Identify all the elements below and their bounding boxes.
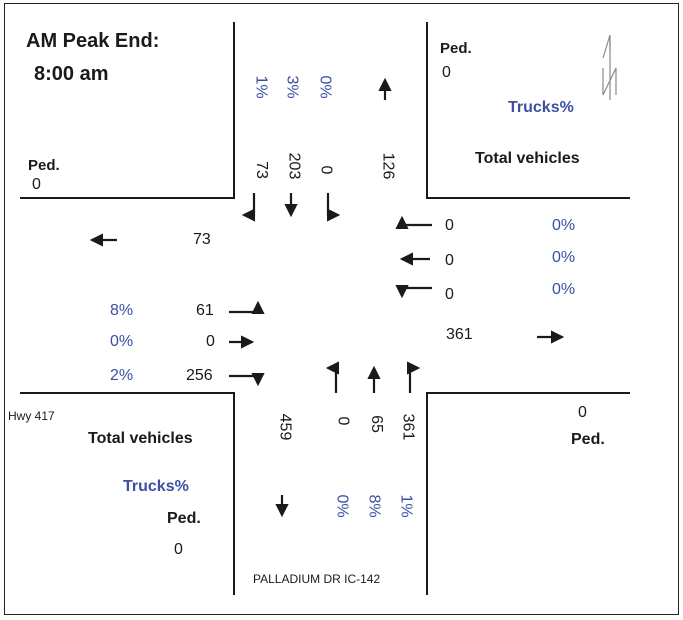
north-ped-value: 0 [442,64,451,81]
east-ped-value: 0 [578,404,587,421]
west-truck-through: 0% [110,333,134,350]
legend-total-sw: Total vehicles [88,430,193,447]
east-truck-right: 0% [552,217,576,234]
east-truck-left: 0% [552,281,576,298]
road-edge-ne [426,22,630,199]
south-ped-label: Ped. [167,510,201,527]
road-edge-nw [20,22,235,199]
west-right-turn-arrow [229,373,265,387]
east-vol-right: 0 [445,217,454,234]
south-vol-right: 361 [399,413,417,441]
east-right-turn-arrow [395,215,432,229]
south-vol-left: 0 [334,416,351,426]
south-truck-left: 0% [334,494,351,518]
road-edge-sw [20,392,235,595]
north-truck-right: 1% [253,75,270,99]
west-truck-left: 8% [110,302,134,319]
north-truck-through: 3% [284,75,301,99]
south-exit-volume: 459 [276,413,294,441]
north-right-turn-arrow [241,193,256,222]
title-line-2: 8:00 am [34,63,109,85]
east-ped-label: Ped. [571,431,605,448]
east-vol-through: 0 [445,252,454,269]
east-vol-left: 0 [445,286,454,303]
legend-trucks-ne: Trucks% [508,99,574,116]
title-line-1: AM Peak End: [26,30,160,52]
south-left-turn-arrow [325,361,339,393]
north-left-turn-arrow [326,193,341,222]
east-exit-volume: 361 [446,326,473,343]
south-truck-through: 8% [366,494,383,518]
east-truck-through: 0% [552,249,576,266]
west-street-label: Hwy 417 [8,409,55,423]
north-arrow-symbol [602,34,617,100]
north-exit-volume: 126 [379,152,397,180]
legend-total-ne: Total vehicles [475,150,580,167]
south-vol-through: 65 [367,415,385,433]
west-truck-right: 2% [110,367,134,384]
west-left-turn-arrow [229,300,265,314]
south-truck-right: 1% [398,494,415,518]
west-vol-through: 0 [206,333,215,350]
north-vol-left: 0 [317,165,334,175]
legend-trucks-sw: Trucks% [123,478,189,495]
north-ped-label: Ped. [440,40,472,57]
west-exit-volume: 73 [193,231,211,248]
south-street-label: PALLADIUM DR IC-142 [253,572,381,586]
east-left-turn-arrow [395,285,432,299]
north-truck-left: 0% [317,75,334,99]
south-right-turn-arrow [407,361,421,393]
road-edge-se [426,392,630,595]
west-vol-left: 61 [196,302,214,319]
north-vol-right: 73 [252,161,270,179]
diagram-frame [4,3,679,615]
west-vol-right: 256 [186,367,213,384]
west-ped-value: 0 [32,176,41,193]
west-ped-label: Ped. [28,157,60,174]
south-ped-value: 0 [174,541,183,558]
north-vol-through: 203 [285,152,303,180]
